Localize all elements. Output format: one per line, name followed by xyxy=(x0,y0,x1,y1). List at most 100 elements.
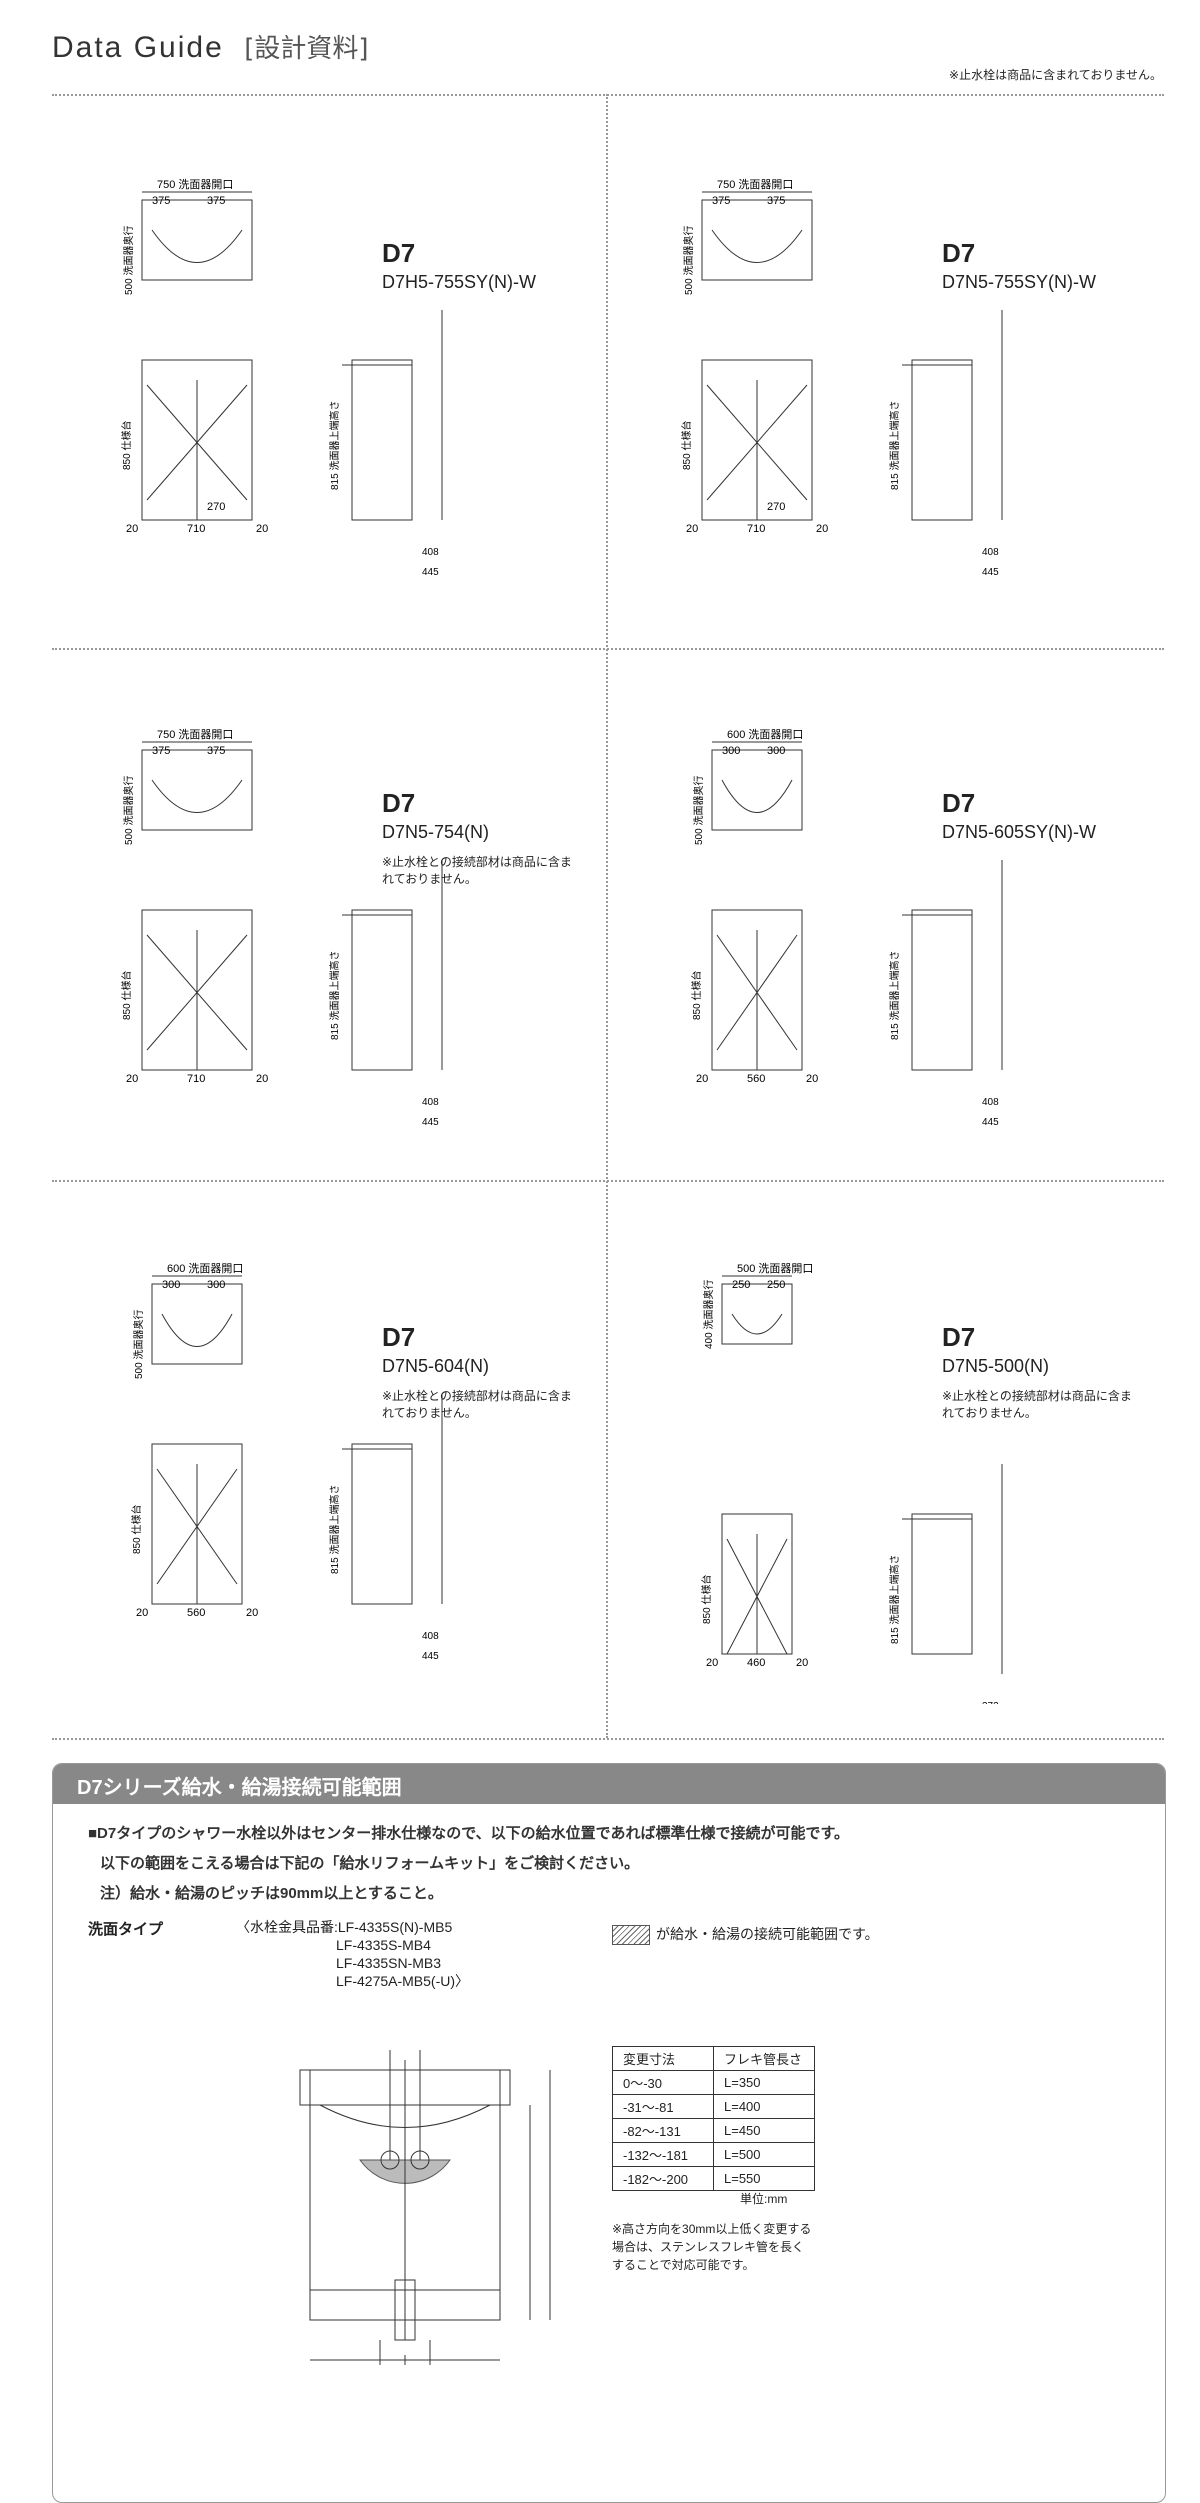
connection-note: ※止水栓との接続部材は商品に含まれておりません。 xyxy=(382,1389,572,1420)
dimension-label: 500 洗面器奥行 xyxy=(122,776,135,845)
dimension-label: 20 xyxy=(706,1657,718,1669)
dimension-label: 20 xyxy=(246,1607,258,1619)
legend: が給水・給湯の接続可能範囲です。 xyxy=(612,1924,879,1946)
series-label: D7 xyxy=(942,788,976,818)
dimension-label: 815 洗面器上端高さ xyxy=(888,951,901,1040)
dimension-label: 250 xyxy=(732,1279,750,1291)
series-label: D7 xyxy=(942,1322,976,1352)
divider xyxy=(52,648,1164,650)
model-number: D7N5-604(N) xyxy=(382,1356,490,1376)
dimension-label: 300 xyxy=(722,745,740,757)
dimension-label: 20 xyxy=(256,1073,268,1085)
divider xyxy=(52,1738,1164,1740)
dimension-label: 850 仕様台 xyxy=(120,421,133,470)
dimension-label: 750 洗面器開口 xyxy=(157,728,233,741)
product-drawing: 750 洗面器開口 375 375 500 洗面器奥行 850 仕様台 20 710 20 81… xyxy=(120,728,443,1128)
dimension-label: 20 xyxy=(806,1073,818,1085)
model-number: D7N5-755SY(N)-W xyxy=(942,272,1097,292)
dimension-label: 20 xyxy=(126,1073,138,1085)
dimension-label: 300 xyxy=(162,1279,180,1291)
dimension-label: 445 xyxy=(422,1651,439,1662)
dimension-label: 850 仕様台 xyxy=(120,971,133,1020)
section-title-bar: D7シリーズ給水・給湯接続可能範囲 xyxy=(53,1764,1165,1804)
table-header-cell: 変更寸法 xyxy=(612,2046,714,2071)
dimension-label: 375 xyxy=(207,745,225,757)
dimension-label: 500 洗面器奥行 xyxy=(682,226,695,295)
dimension-label: 375 xyxy=(207,195,225,207)
dimension-label: 560 xyxy=(187,1607,205,1619)
dimension-label: 500 洗面器奥行 xyxy=(122,226,135,295)
connection-range-section: D7シリーズ給水・給湯接続可能範囲 xyxy=(52,1763,1166,2503)
dimension-label: 500 洗面器開口 xyxy=(737,1262,813,1275)
table-cell: L=550 xyxy=(713,2166,815,2191)
dimension-label: 750 洗面器開口 xyxy=(157,178,233,191)
divider xyxy=(52,94,1164,96)
dimension-label: 270 xyxy=(767,501,785,513)
page-subtitle: [設計資料] xyxy=(244,34,369,64)
page-header: Data Guide [設計資料] xyxy=(52,28,369,68)
model-number: D7H5-755SY(N)-W xyxy=(382,272,537,292)
dimension-label: 445 xyxy=(982,567,999,578)
table-cell: -31〜-81 xyxy=(612,2094,714,2119)
dimension-label: 445 xyxy=(982,1117,999,1128)
table-cell: 0〜-30 xyxy=(612,2070,714,2095)
basin-type-label: 洗面タイプ xyxy=(88,1921,164,1938)
dimension-label: 445 xyxy=(422,567,439,578)
dimension-label: 850 仕様台 xyxy=(690,971,703,1020)
dimension-label: 408 xyxy=(982,547,999,558)
table-cell: L=500 xyxy=(713,2142,815,2167)
dimension-label: 375 xyxy=(712,195,730,207)
page-title: Data Guide xyxy=(52,31,224,64)
faucet-part-line: LF-4275A-MB5(-U)〉 xyxy=(336,1973,470,1989)
faucet-part-line: LF-4335SN-MB3 xyxy=(336,1955,442,1971)
dimension-label: 20 xyxy=(696,1073,708,1085)
dimension-label: 815 洗面器上端高さ xyxy=(328,951,341,1040)
dimension-label: 850 仕様台 xyxy=(130,1505,143,1554)
dimension-label: 372 xyxy=(982,1701,999,1704)
section-line-1: ■D7タイプのシャワー水栓以外はセンター排水仕様なので、以下の給水位置であれば標… xyxy=(88,1825,849,1842)
dimension-label: 20 xyxy=(136,1607,148,1619)
dimension-label: 815 洗面器上端高さ xyxy=(328,401,341,490)
connection-note: ※止水栓との接続部材は商品に含まれておりません。 xyxy=(382,855,572,886)
dimension-label: 250 xyxy=(767,1279,785,1291)
dimension-label: 500 洗面器奥行 xyxy=(692,776,705,845)
dimension-label: 710 xyxy=(187,523,205,535)
table-cell: L=400 xyxy=(713,2094,815,2119)
dimension-label: 375 xyxy=(767,195,785,207)
table-cell: -132〜-181 xyxy=(612,2142,714,2167)
table-cell: L=450 xyxy=(713,2118,815,2143)
dimension-label: 710 xyxy=(187,1073,205,1085)
dimension-label: 408 xyxy=(422,547,439,558)
product-card: 750 洗面器開口 375 375 500 洗面器奥行 850 仕様台 20 710 20 81… xyxy=(52,650,582,1170)
series-label: D7 xyxy=(382,788,416,818)
section-line-2: 以下の範囲をこえる場合は下記の「給水リフォームキット」をご検討ください。 xyxy=(100,1855,640,1872)
dimension-label: 270 xyxy=(207,501,225,513)
model-number: D7N5-500(N) xyxy=(942,1356,1050,1376)
dimension-label: 20 xyxy=(126,523,138,535)
dimension-label: 408 xyxy=(422,1631,439,1642)
faucet-part-line: 〈水栓金具品番:LF-4335S(N)-MB5 xyxy=(236,1919,453,1935)
series-label: D7 xyxy=(942,238,976,268)
header-note: ※止水栓は商品に含まれておりません。 xyxy=(949,68,1162,82)
dimension-label: 600 洗面器開口 xyxy=(727,728,803,741)
dimension-label: 500 洗面器奥行 xyxy=(132,1310,145,1379)
dimension-label: 400 洗面器奥行 xyxy=(702,1280,715,1349)
dimension-label: 300 xyxy=(207,1279,225,1291)
dimension-label: 20 xyxy=(256,523,268,535)
connection-range-drawing xyxy=(299,2050,551,2365)
dimension-label: 850 仕様台 xyxy=(700,1575,713,1624)
dimension-label: 375 xyxy=(152,745,170,757)
dimension-label: 300 xyxy=(767,745,785,757)
hatch-swatch xyxy=(612,1925,650,1946)
dimension-label: 600 洗面器開口 xyxy=(167,1262,243,1275)
